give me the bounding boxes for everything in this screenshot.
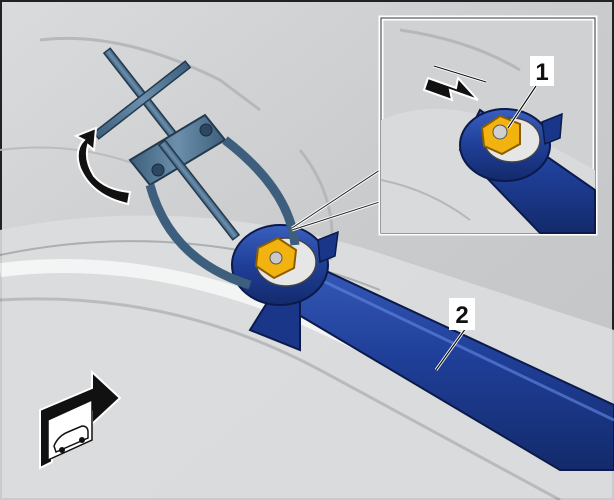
push-arrow-icon bbox=[422, 64, 487, 102]
main-nut bbox=[254, 236, 298, 280]
detail-inset bbox=[378, 15, 598, 236]
blue-component bbox=[231, 224, 614, 471]
callout-1: 1 bbox=[506, 56, 554, 129]
puller-tool bbox=[92, 47, 300, 290]
callout-label-1: 1 bbox=[535, 59, 548, 86]
callout-2: 2 bbox=[434, 298, 475, 371]
curved-arrow-icon bbox=[73, 126, 132, 206]
callout-label-2: 2 bbox=[455, 302, 468, 329]
inset-leader-lines bbox=[291, 164, 387, 232]
vehicle-direction-icon bbox=[39, 369, 122, 470]
